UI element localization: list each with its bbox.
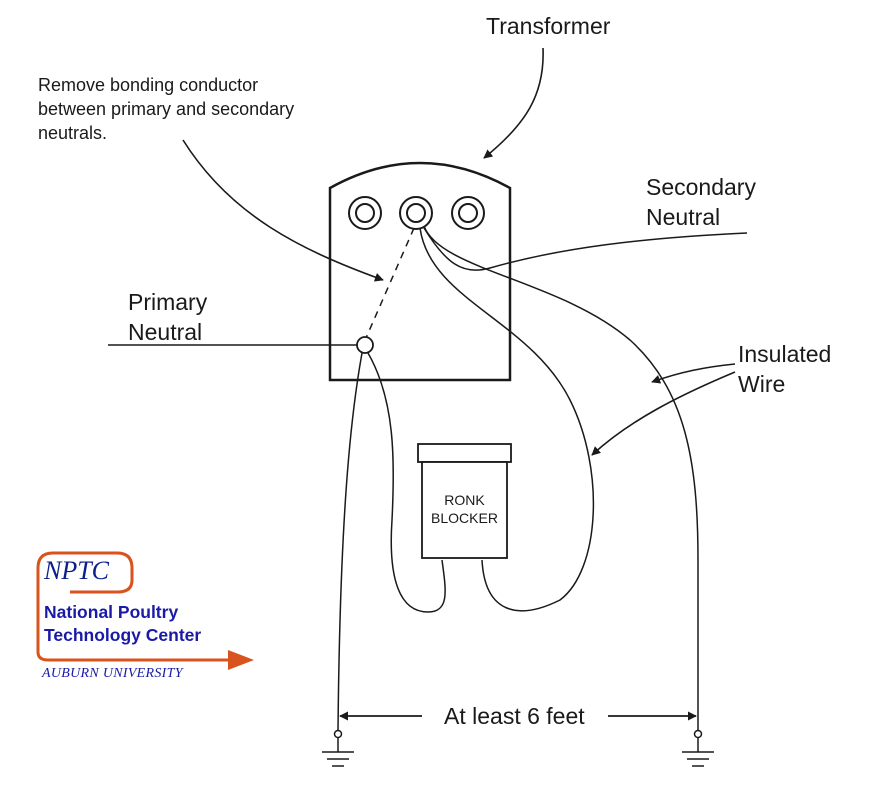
logo-frame bbox=[36, 551, 134, 652]
bonding-pointer-arrow bbox=[182, 139, 384, 282]
transformer-pointer-arrow bbox=[483, 47, 544, 159]
insulated-pointer-arrow-1 bbox=[651, 363, 736, 384]
primary-ground-wire bbox=[337, 352, 363, 731]
ronk-blocker-body bbox=[421, 461, 508, 559]
insulated-wire-label: Insulated Wire bbox=[738, 339, 831, 400]
secondary-neutral-line bbox=[423, 227, 748, 271]
insulated-wire-line-1: Insulated bbox=[738, 341, 832, 367]
transformer-box bbox=[328, 161, 512, 382]
secondary-neutral-line-2: Neutral bbox=[646, 204, 721, 231]
logo-arrow-head bbox=[228, 650, 254, 670]
distance-label: At least 6 feet bbox=[444, 703, 585, 729]
primary-neutral-line-2: Neutral bbox=[128, 319, 203, 346]
transformer-label: Transformer bbox=[486, 13, 611, 39]
bushing-left bbox=[348, 196, 382, 230]
ronk-blocker-label: RONK BLOCKER bbox=[422, 492, 507, 527]
bushing-center bbox=[399, 196, 433, 230]
secondary-neutral-line-1: Secondary bbox=[646, 174, 756, 200]
logo-name-line-2: Technology Center bbox=[44, 625, 202, 646]
insulated-wire-to-ground bbox=[423, 225, 699, 730]
bushing-right bbox=[451, 196, 485, 230]
primary-neutral-terminal bbox=[356, 336, 374, 354]
remove-bonding-line-3: neutrals. bbox=[38, 122, 108, 143]
ronk-blocker-line-2: BLOCKER bbox=[431, 509, 498, 526]
secondary-ground-symbol bbox=[682, 729, 714, 767]
logo-arrow bbox=[36, 651, 236, 662]
logo-university: AUBURN UNIVERSITY bbox=[42, 666, 183, 681]
insulated-wire-line-2: Wire bbox=[738, 371, 786, 398]
secondary-neutral-label: Secondary Neutral bbox=[646, 172, 756, 233]
logo-name: National Poultry Technology Center bbox=[44, 601, 201, 647]
primary-to-blocker-wire bbox=[367, 352, 446, 613]
primary-neutral-line-1: Primary bbox=[128, 289, 208, 315]
insulated-wire-to-blocker bbox=[419, 227, 595, 612]
logo-abbr: NPTC bbox=[44, 556, 110, 585]
ronk-blocker-line-1: RONK bbox=[444, 492, 485, 508]
remove-bonding-note: Remove bonding conductor between primary… bbox=[38, 74, 294, 145]
logo-name-line-1: National Poultry bbox=[44, 602, 179, 622]
remove-bonding-line-1: Remove bonding conductor bbox=[38, 75, 259, 95]
insulated-pointer-arrow-2 bbox=[591, 371, 736, 456]
primary-neutral-label: Primary Neutral bbox=[128, 287, 207, 348]
ronk-blocker-cap bbox=[417, 443, 512, 463]
primary-ground-symbol bbox=[322, 729, 354, 767]
bonding-conductor-dashed bbox=[365, 227, 415, 339]
remove-bonding-line-2: between primary and secondary bbox=[38, 98, 295, 119]
